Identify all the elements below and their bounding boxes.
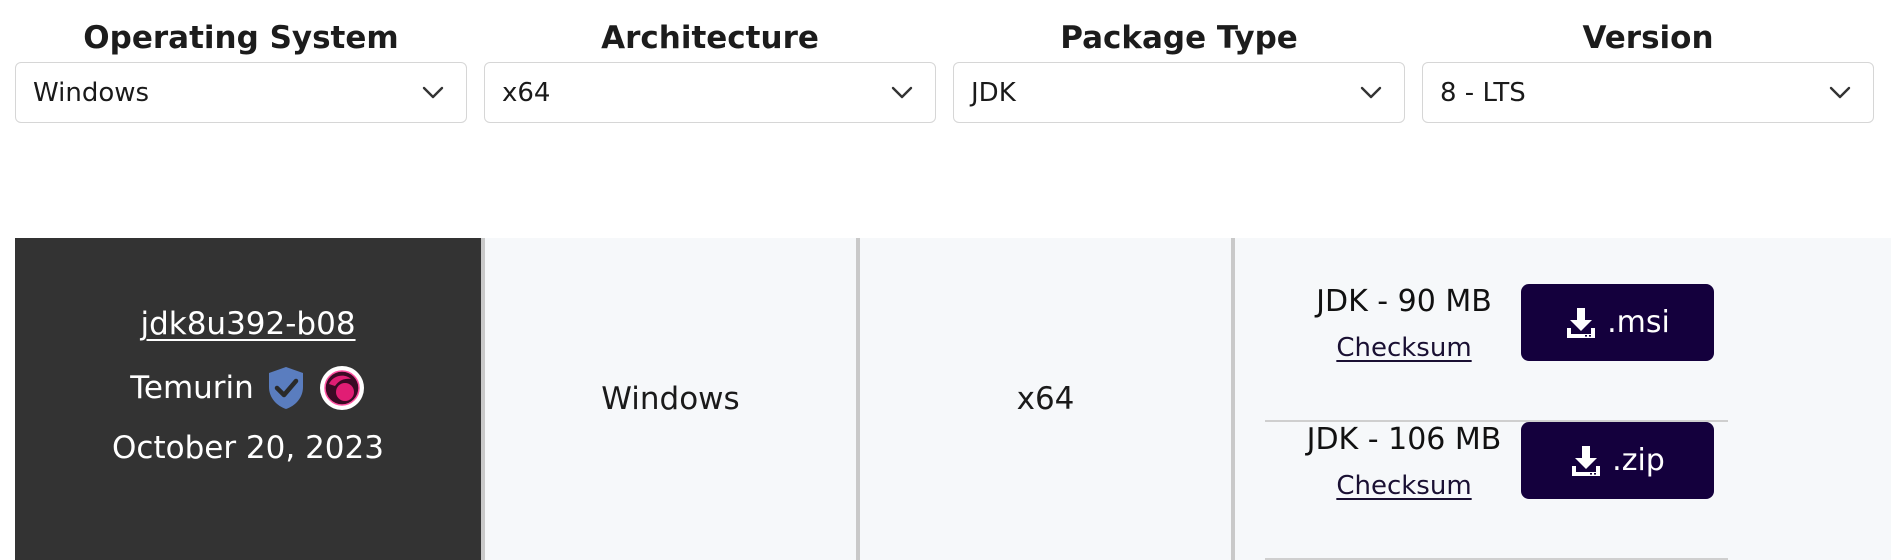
vendor-line: Temurin xyxy=(130,364,366,412)
download-icon xyxy=(1567,307,1596,338)
version-select-value: 8 - LTS xyxy=(1440,77,1526,108)
filter-label-version: Version xyxy=(1582,20,1714,56)
filter-architecture: Architecture x64 xyxy=(484,16,936,123)
architecture-select[interactable]: x64 xyxy=(484,62,936,123)
download-zip-button[interactable]: .zip xyxy=(1521,422,1714,499)
package-size: JDK - 106 MB xyxy=(1306,422,1502,457)
filter-label-architecture: Architecture xyxy=(601,20,819,56)
download-icon xyxy=(1572,445,1601,476)
operating-system-select-value: Windows xyxy=(33,77,150,108)
operating-system-select[interactable]: Windows xyxy=(15,62,467,123)
package-item: JDK - 106 MB Checksum .zip xyxy=(1265,422,1728,560)
download-extension: .msi xyxy=(1607,305,1670,340)
verified-shield-icon xyxy=(268,367,303,409)
chevron-down-icon xyxy=(1360,86,1382,98)
vendor-name: Temurin xyxy=(130,370,254,406)
column-divider xyxy=(481,238,485,560)
arch-cell: x64 xyxy=(1016,381,1075,417)
column-divider xyxy=(1231,238,1235,560)
filter-operating-system: Operating System Windows xyxy=(15,16,467,123)
filter-package-type: Package Type JDK xyxy=(953,16,1405,123)
download-extension: .zip xyxy=(1612,443,1665,478)
version-select[interactable]: 8 - LTS xyxy=(1422,62,1874,123)
checksum-link[interactable]: Checksum xyxy=(1336,471,1472,501)
chevron-down-icon xyxy=(1829,86,1851,98)
package-size: JDK - 90 MB xyxy=(1316,284,1492,319)
filter-label-operating-system: Operating System xyxy=(83,20,399,56)
filter-version: Version 8 - LTS xyxy=(1422,16,1874,123)
release-date: October 20, 2023 xyxy=(112,430,384,466)
download-msi-button[interactable]: .msi xyxy=(1521,284,1714,361)
package-type-select[interactable]: JDK xyxy=(953,62,1405,123)
os-cell: Windows xyxy=(601,381,740,417)
downloads-cell: JDK - 90 MB Checksum .msi JDK - 106 MB C… xyxy=(1235,238,1891,560)
filter-label-package-type: Package Type xyxy=(1060,20,1298,56)
filter-bar: Operating System Windows Architecture x6… xyxy=(15,16,1875,126)
package-info: JDK - 90 MB Checksum xyxy=(1289,284,1519,363)
chevron-down-icon xyxy=(891,86,913,98)
architecture-select-value: x64 xyxy=(502,77,551,108)
checksum-link[interactable]: Checksum xyxy=(1336,333,1472,363)
column-divider xyxy=(856,238,860,560)
package-item: JDK - 90 MB Checksum .msi xyxy=(1265,284,1728,422)
release-name-link[interactable]: jdk8u392-b08 xyxy=(140,306,356,342)
chevron-down-icon xyxy=(422,86,444,98)
release-cell: jdk8u392-b08 Temurin October 20, 2023 xyxy=(15,238,481,560)
package-info: JDK - 106 MB Checksum xyxy=(1289,422,1519,501)
release-row: jdk8u392-b08 Temurin October 20, 2023 Wi… xyxy=(15,238,1891,560)
adoptium-badge-icon xyxy=(319,366,364,410)
package-type-select-value: JDK xyxy=(971,77,1016,108)
